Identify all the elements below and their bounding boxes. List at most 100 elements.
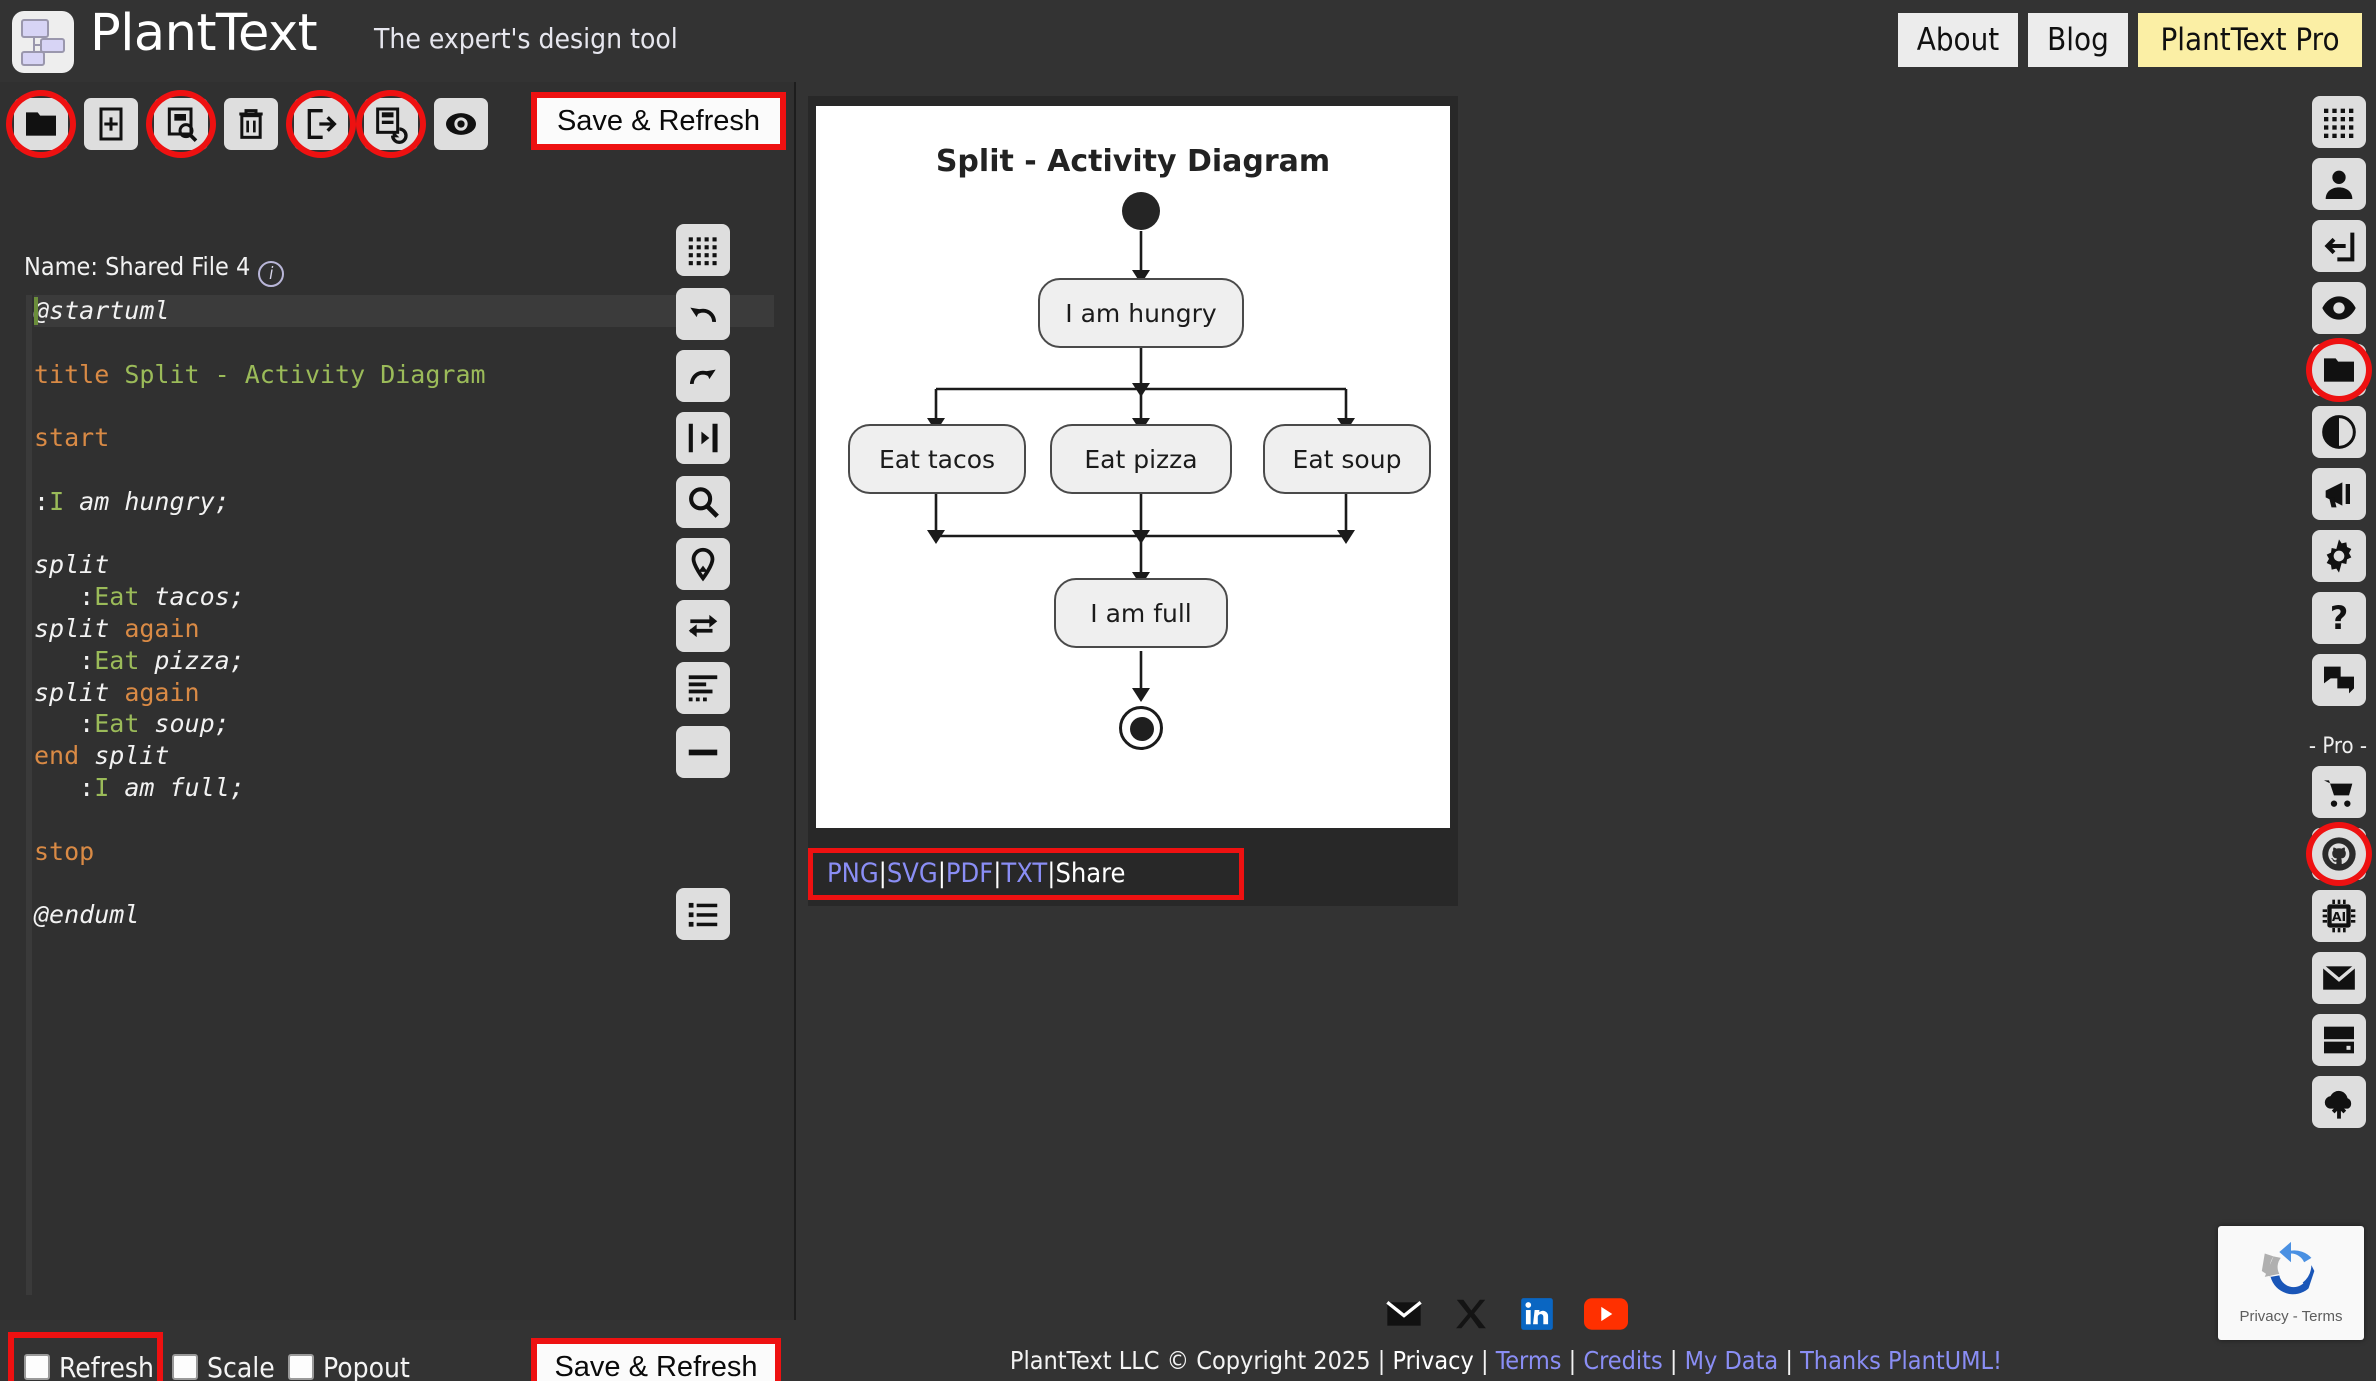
code-line[interactable]: stop [34,836,774,868]
code-line[interactable]: split again [34,677,774,709]
refresh-checkbox[interactable]: Refresh [24,1344,154,1381]
linkedin-icon[interactable] [1518,1295,1556,1333]
code-line[interactable] [34,454,774,486]
popout-checkbox-box[interactable] [288,1354,314,1380]
sidebar-user-button[interactable] [2312,158,2366,210]
scale-checkbox[interactable]: Scale [172,1344,275,1381]
editor-grid-button[interactable] [676,224,730,276]
list-button[interactable] [676,888,730,940]
save-refresh-file-button[interactable] [364,98,418,150]
save-and-refresh-bottom-button[interactable]: Save & Refresh [531,1338,781,1381]
sidebar-settings-button[interactable] [2312,530,2366,582]
code-line[interactable] [34,327,774,359]
delete-button[interactable] [224,98,278,150]
code-token: Eat [94,709,140,739]
sidebar-login-button[interactable] [2312,220,2366,272]
sidebar-github-button[interactable] [2312,828,2366,880]
sidebar-ai-button[interactable]: AI [2312,890,2366,942]
code-line[interactable]: :Eat tacos; [34,581,774,613]
footer-thanks-link[interactable]: Thanks PlantUML! [1800,1346,2003,1375]
preview-button[interactable] [434,98,488,150]
code-line[interactable]: :Eat pizza; [34,645,774,677]
footer-terms-link[interactable]: Terms [1495,1346,1562,1375]
editor-gutter [26,295,32,1295]
code-lines[interactable]: @startuml title Split - Activity Diagram… [34,295,774,931]
recaptcha-badge[interactable]: Privacy - Terms [2218,1226,2364,1340]
refresh-checkbox-box[interactable] [24,1354,50,1380]
sidebar-mail-button[interactable] [2312,952,2366,1004]
sidebar-open-folder-button[interactable] [2312,344,2366,396]
contrast-icon [2322,415,2356,449]
info-circle-icon[interactable]: i [258,261,285,287]
swap-arrows-icon [688,614,718,638]
format-align-button[interactable] [676,662,730,714]
activity-node-pizza[interactable]: Eat pizza [1050,424,1232,494]
activity-node-full[interactable]: I am full [1054,578,1228,648]
sidebar-grid-button[interactable] [2312,96,2366,148]
code-token: soup; [139,709,230,739]
sidebar-preview-button[interactable] [2312,282,2366,334]
save-and-refresh-top-button[interactable]: Save & Refresh [531,92,786,150]
code-line[interactable]: :I am hungry; [34,486,774,518]
code-line[interactable]: :Eat soup; [34,708,774,740]
activity-node-hungry[interactable]: I am hungry [1038,278,1244,348]
redo-button[interactable] [676,350,730,402]
export-png-link[interactable]: PNG [827,858,879,889]
export-file-button[interactable] [294,98,348,150]
activity-node-soup[interactable]: Eat soup [1263,424,1431,494]
sidebar-cloud-upload-button[interactable] [2312,1076,2366,1128]
export-share-link[interactable]: Share [1055,858,1126,889]
diagram-canvas[interactable]: Split - Activity Diagram [816,106,1450,828]
nav-planttext-pro-button[interactable]: PlantText Pro [2138,13,2362,67]
sidebar-chat-button[interactable] [2312,654,2366,706]
code-line[interactable] [34,867,774,899]
export-svg-link[interactable]: SVG [886,858,938,889]
email-icon[interactable] [1384,1294,1424,1334]
find-file-button[interactable] [154,98,208,150]
activity-node-tacos[interactable]: Eat tacos [848,424,1026,494]
footer-mydata-link[interactable]: My Data [1684,1346,1779,1375]
footer-credits-link[interactable]: Credits [1583,1346,1663,1375]
footer-privacy-link[interactable]: Privacy [1392,1346,1474,1375]
collapse-panel-icon [688,423,718,453]
code-line[interactable]: title Split - Activity Diagram [34,359,774,391]
search-button[interactable] [676,476,730,528]
nav-blog-button[interactable]: Blog [2028,13,2128,67]
popout-checkbox[interactable]: Popout [288,1344,410,1381]
code-line[interactable]: split [34,549,774,581]
new-file-button[interactable] [84,98,138,150]
code-line[interactable]: @startuml [34,295,774,327]
code-line[interactable] [34,518,774,550]
map-pin-button[interactable] [676,538,730,590]
sidebar-server-button[interactable] [2312,1014,2366,1066]
recaptcha-privacy-terms-label[interactable]: Privacy - Terms [2239,1308,2343,1325]
export-separator: | [878,858,887,889]
code-token: am full; [109,772,245,802]
code-line[interactable]: start [34,422,774,454]
code-line[interactable]: end split [34,740,774,772]
sidebar-help-button[interactable]: ? [2312,592,2366,644]
x-twitter-icon[interactable] [1452,1295,1490,1333]
youtube-icon[interactable] [1584,1297,1628,1331]
scale-checkbox-box[interactable] [172,1354,198,1380]
code-line[interactable] [34,390,774,422]
swap-arrows-button[interactable] [676,600,730,652]
collapse-panel-button[interactable] [676,412,730,464]
social-links-row [796,1294,2216,1334]
code-line[interactable] [34,804,774,836]
minus-line-button[interactable] [676,726,730,778]
code-token: stop [34,836,95,866]
chat-windows-icon [2324,666,2354,694]
sidebar-contrast-button[interactable] [2312,406,2366,458]
nav-about-button[interactable]: About [1898,13,2018,67]
export-pdf-link[interactable]: PDF [945,858,994,889]
sidebar-announcements-button[interactable] [2312,468,2366,520]
code-line[interactable]: @enduml [34,899,774,931]
code-line[interactable]: split again [34,613,774,645]
code-editor[interactable]: @startuml title Split - Activity Diagram… [26,295,778,1295]
code-line[interactable]: :I am full; [34,772,774,804]
export-txt-link[interactable]: TXT [1001,858,1048,889]
sidebar-cart-button[interactable] [2312,766,2366,818]
open-folder-button[interactable] [14,98,68,150]
undo-button[interactable] [676,288,730,340]
